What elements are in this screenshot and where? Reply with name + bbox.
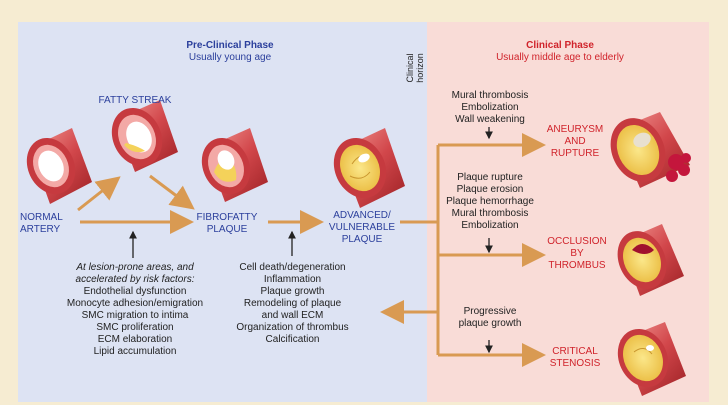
advanced-line3: PLAQUE	[341, 234, 383, 245]
clinical-horizon-line1: Clinical	[405, 53, 415, 83]
cause-item: Embolization	[461, 102, 519, 113]
risk-item: Lipid accumulation	[93, 346, 177, 357]
fibrofatty-line1: FIBROFATTY	[196, 212, 258, 223]
figure-frame	[8, 0, 720, 405]
occlusion-causes: Plaque rupture Plaque erosion Plaque hem…	[440, 172, 540, 232]
cause-item: Plaque erosion	[456, 184, 524, 195]
stenosis-line1: CRITICAL	[552, 346, 598, 357]
preclinical-title: Pre-Clinical Phase	[186, 40, 274, 51]
clinical-title: Clinical Phase	[526, 40, 594, 51]
cause-item: Mural thrombosis	[451, 208, 529, 219]
stenosis-line2: STENOSIS	[549, 358, 601, 369]
aneurysm-line2: AND	[564, 136, 586, 147]
cause-item: Plaque rupture	[457, 172, 523, 183]
risk-item: SMC proliferation	[96, 322, 174, 333]
occlusion-line2: BY	[570, 248, 584, 259]
stenosis-label: CRITICAL STENOSIS	[540, 346, 610, 370]
clinical-horizon-label: Clinical horizon	[405, 38, 425, 98]
cause-arrows	[129, 127, 493, 354]
occlusion-vessel	[617, 224, 684, 296]
progression-item: Calcification	[265, 334, 320, 345]
normal-artery-vessel	[26, 128, 92, 204]
risk-item: Monocyte adhesion/emigration	[66, 298, 204, 309]
progression-item: Plaque growth	[260, 286, 325, 297]
aneurysm-causes: Mural thrombosis Embolization Wall weake…	[440, 90, 540, 126]
advanced-plaque-vessel	[333, 128, 405, 208]
progression-block: Cell death/degeneration Inflammation Pla…	[225, 262, 360, 346]
risk-item: SMC migration to intima	[81, 310, 189, 321]
normal-artery-line1: NORMAL	[20, 212, 63, 223]
progression-arrows	[77, 133, 546, 367]
fatty-streak-vessel	[111, 100, 178, 172]
occlusion-line1: OCCLUSION	[547, 236, 607, 247]
progression-item: Remodeling of plaque	[243, 298, 342, 309]
advanced-line1: ADVANCED/	[333, 210, 391, 221]
aneurysm-line3: RUPTURE	[550, 148, 600, 159]
clinical-subtitle: Usually middle age to elderly	[496, 52, 624, 63]
progression-item: Cell death/degeneration	[239, 262, 346, 273]
progression-item: Organization of thrombus	[236, 322, 349, 333]
risk-heading-line1: At lesion-prone areas, and	[76, 262, 194, 273]
risk-item: Endothelial dysfunction	[83, 286, 187, 297]
progression-item: Inflammation	[263, 274, 322, 285]
cause-item: Progressive	[463, 306, 517, 317]
preclinical-subtitle: Usually young age	[188, 52, 272, 63]
risk-item: ECM elaboration	[97, 334, 173, 345]
normal-artery-label: NORMAL ARTERY	[20, 212, 80, 236]
fatty-streak-label: FATTY STREAK	[98, 95, 172, 106]
stenosis-vessel	[617, 322, 686, 396]
occlusion-line3: THROMBUS	[548, 260, 606, 271]
risk-factors-block: At lesion-prone areas, and accelerated b…	[50, 262, 220, 358]
clinical-horizon-line2: horizon	[415, 53, 425, 83]
preclinical-panel	[18, 22, 427, 402]
risk-heading-line2: accelerated by risk factors:	[75, 274, 195, 285]
fibrofatty-plaque-label: FIBROFATTY PLAQUE	[192, 212, 262, 236]
stenosis-causes: Progressive plaque growth	[440, 306, 540, 330]
cause-item: Mural thrombosis	[451, 90, 529, 101]
aneurysm-line1: ANEURYSM	[546, 124, 604, 135]
advanced-line2: VULNERABLE	[328, 222, 396, 233]
progression-item: and wall ECM	[261, 310, 324, 321]
normal-artery-line2: ARTERY	[20, 224, 61, 235]
occlusion-label: OCCLUSION BY THROMBUS	[540, 236, 614, 272]
cause-item: Wall weakening	[455, 114, 525, 125]
fibrofatty-plaque-vessel	[201, 128, 268, 202]
fibrofatty-line2: PLAQUE	[206, 224, 248, 235]
cause-item: Plaque hemorrhage	[446, 196, 534, 207]
aneurysm-vessel	[610, 112, 691, 188]
cause-item: Embolization	[461, 220, 519, 231]
cause-item: plaque growth	[458, 318, 522, 329]
advanced-plaque-label: ADVANCED/ VULNERABLE PLAQUE	[322, 210, 402, 246]
aneurysm-label: ANEURYSM AND RUPTURE	[540, 124, 610, 160]
